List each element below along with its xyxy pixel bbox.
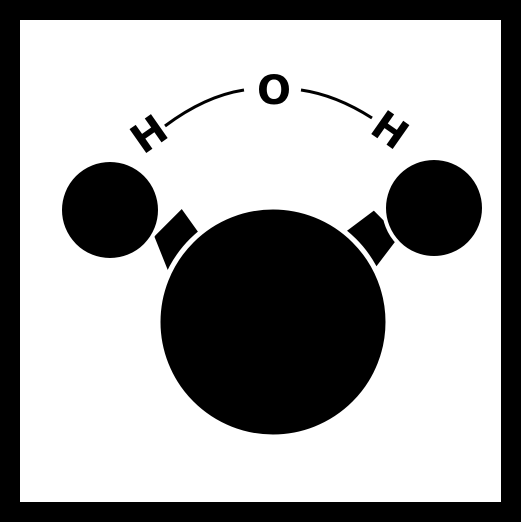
hydrogen-left-label: H	[123, 106, 177, 163]
hydrogen-right-label: H	[363, 102, 417, 159]
bond-arc-left	[164, 88, 245, 128]
bond-arc-right	[300, 88, 373, 120]
oxygen-label: O	[257, 68, 291, 114]
oxygen-atom	[155, 204, 391, 440]
hydrogen-atom-left	[58, 158, 162, 262]
hydrogen-atom-right	[382, 156, 486, 260]
